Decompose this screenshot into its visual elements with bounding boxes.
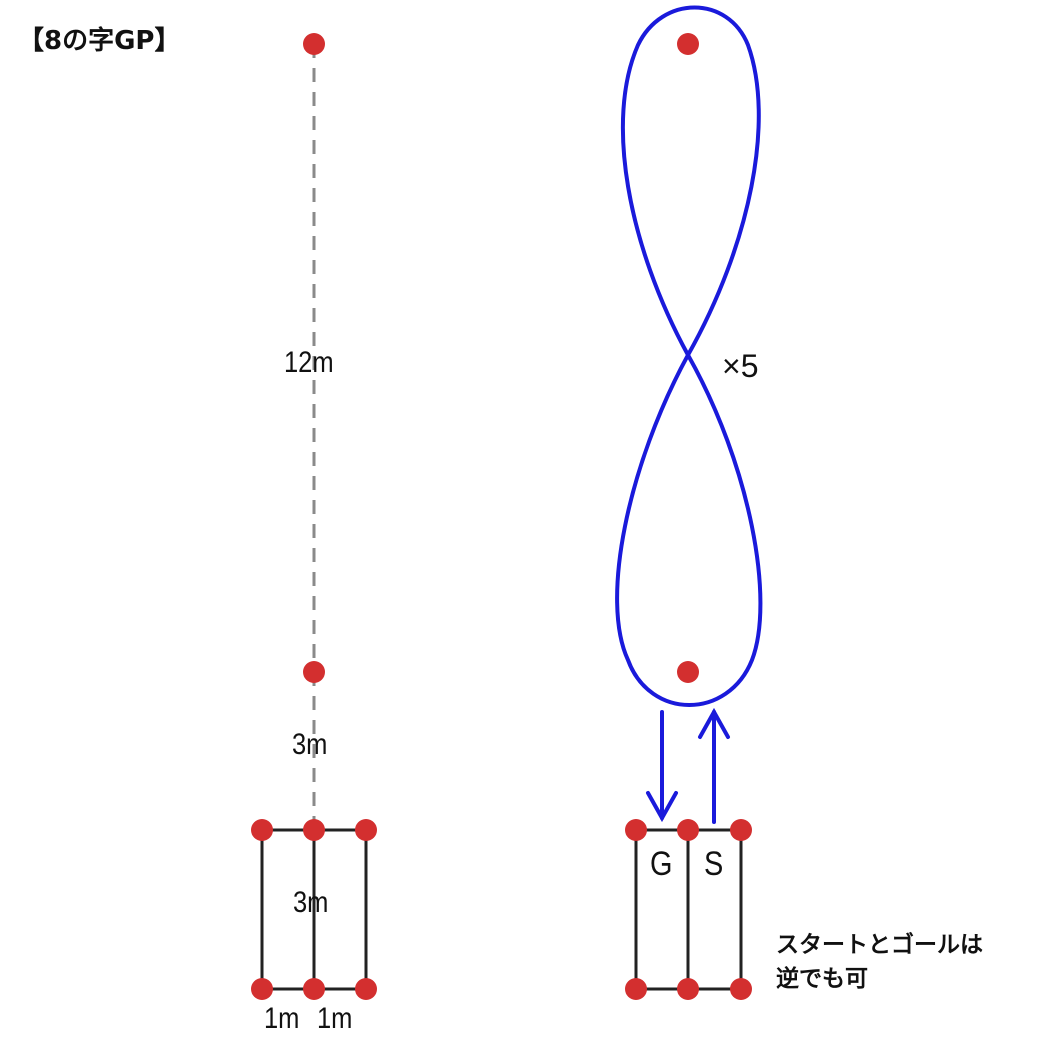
box-width-left-label: 1m [264,1002,300,1035]
cone-box-tm [303,819,325,841]
goal-lane-label: G [650,845,673,883]
right-cones [625,33,752,1000]
cone-box-bl [251,978,273,1000]
cone-sbox-bm [677,978,699,1000]
cone-box-bm [303,978,325,1000]
cone-bottom [677,661,699,683]
cone-sbox-br [730,978,752,1000]
distance-label-12m: 12m [284,346,334,379]
cone-box-br [355,978,377,1000]
left-cones [251,33,377,1000]
start-lane-label: S [704,845,724,883]
cone-top [677,33,699,55]
distance-label-3m: 3m [292,728,328,761]
cone-mid [303,661,325,683]
cone-far [303,33,325,55]
cone-box-tr [355,819,377,841]
cone-sbox-tm [677,819,699,841]
note-line-1: スタートとゴールは [776,932,983,958]
figure-eight-path [615,5,763,707]
cone-box-tl [251,819,273,841]
cone-sbox-tr [730,819,752,841]
cone-sbox-tl [625,819,647,841]
note-line-2: 逆でも可 [776,966,868,992]
goal-arrow-down [646,710,678,823]
cone-sbox-bl [625,978,647,1000]
start-arrow-up [698,707,730,824]
box-width-right-label: 1m [317,1002,353,1035]
diagram-title: 【8の字GP】 [18,26,181,56]
repeat-count-label: ×5 [722,348,759,384]
note-text: スタートとゴールは 逆でも可 [776,928,983,996]
box-length-label: 3m [293,886,329,919]
